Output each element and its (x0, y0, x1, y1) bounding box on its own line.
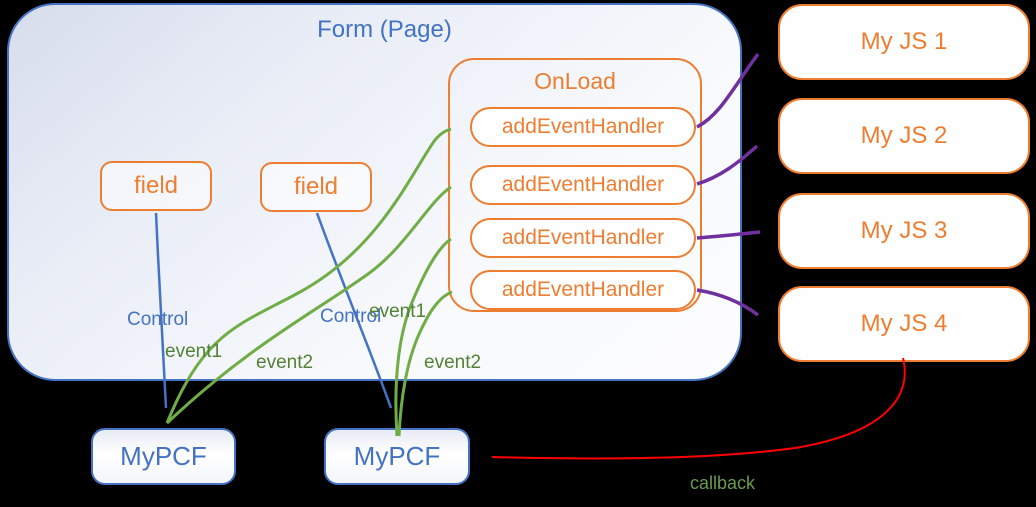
my-js-box-2: My JS 2 (778, 98, 1030, 174)
field-label-2: field (293, 173, 339, 200)
my-js-label-1: My JS 1 (860, 28, 948, 55)
event1-label-left: event1 (165, 341, 223, 362)
field-box-1: field (100, 161, 212, 211)
event1-label-right: event1 (369, 301, 427, 322)
field-label-1: field (133, 172, 179, 199)
my-js-label-2: My JS 2 (860, 122, 948, 149)
control-label-left: Control (127, 309, 189, 330)
my-js-label-3: My JS 3 (860, 217, 948, 244)
add-event-handler-label-2: addEventHandler (501, 173, 665, 196)
field-box-2: field (260, 162, 372, 212)
my-pcf-box-2: MyPCF (324, 428, 470, 485)
my-js-box-3: My JS 3 (778, 193, 1030, 269)
my-js-box-1: My JS 1 (778, 4, 1030, 80)
add-event-handler-box-4: addEventHandler (470, 270, 696, 310)
onload-title: OnLoad (534, 68, 616, 94)
add-event-handler-box-2: addEventHandler (470, 165, 696, 205)
my-pcf-label-2: MyPCF (353, 441, 441, 471)
add-event-handler-label-3: addEventHandler (501, 226, 665, 249)
my-pcf-box-1: MyPCF (91, 428, 236, 485)
my-js-box-4: My JS 4 (778, 286, 1030, 362)
event2-label-right: event2 (424, 352, 482, 373)
add-event-handler-label-1: addEventHandler (501, 115, 665, 138)
my-pcf-label-1: MyPCF (120, 441, 207, 471)
event2-label-left: event2 (256, 352, 314, 373)
my-js-label-4: My JS 4 (860, 310, 948, 337)
add-event-handler-box-1: addEventHandler (470, 107, 696, 147)
callback-label: callback (690, 473, 756, 493)
form-page-title: Form (Page) (317, 16, 452, 43)
add-event-handler-box-3: addEventHandler (470, 218, 696, 258)
add-event-handler-label-4: addEventHandler (501, 278, 665, 301)
